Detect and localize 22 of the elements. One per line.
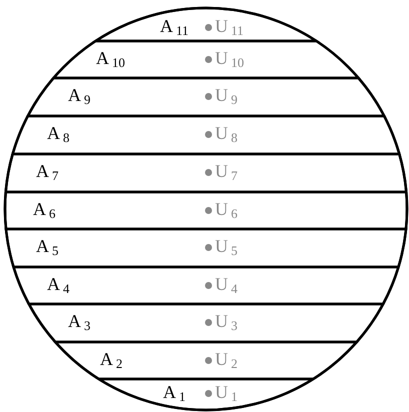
point-label: U$_{8}$ [215, 123, 238, 147]
point-label: U$_{5}$ [215, 236, 238, 260]
point-label: U$_{6}$ [215, 198, 238, 222]
point-label: U$_{1}$ [215, 382, 238, 406]
point-label: U$_{3}$ [215, 311, 238, 335]
band-label: A$_{6}$ [33, 198, 56, 222]
point-label: U$_{9}$ [215, 85, 238, 109]
band-label: A$_{5}$ [36, 236, 58, 260]
point-label: U$_{7}$ [215, 161, 238, 185]
band-label: A$_{3}$ [68, 311, 90, 335]
band-label: A$_{9}$ [68, 85, 90, 109]
band-label: A$_{10}$ [96, 48, 125, 72]
band-label: A$_{7}$ [36, 161, 58, 185]
point-label: U$_{4}$ [215, 274, 238, 298]
point-label: U$_{2}$ [215, 348, 238, 372]
band-label: A$_{8}$ [47, 123, 70, 147]
point-label: U$_{10}$ [215, 48, 244, 72]
point-label: U$_{11}$ [215, 16, 244, 40]
band-label: A$_{11}$ [160, 16, 189, 40]
band-label: A$_{1}$ [163, 382, 186, 406]
band-label: A$_{4}$ [47, 274, 70, 298]
band-label: A$_{2}$ [100, 348, 122, 372]
